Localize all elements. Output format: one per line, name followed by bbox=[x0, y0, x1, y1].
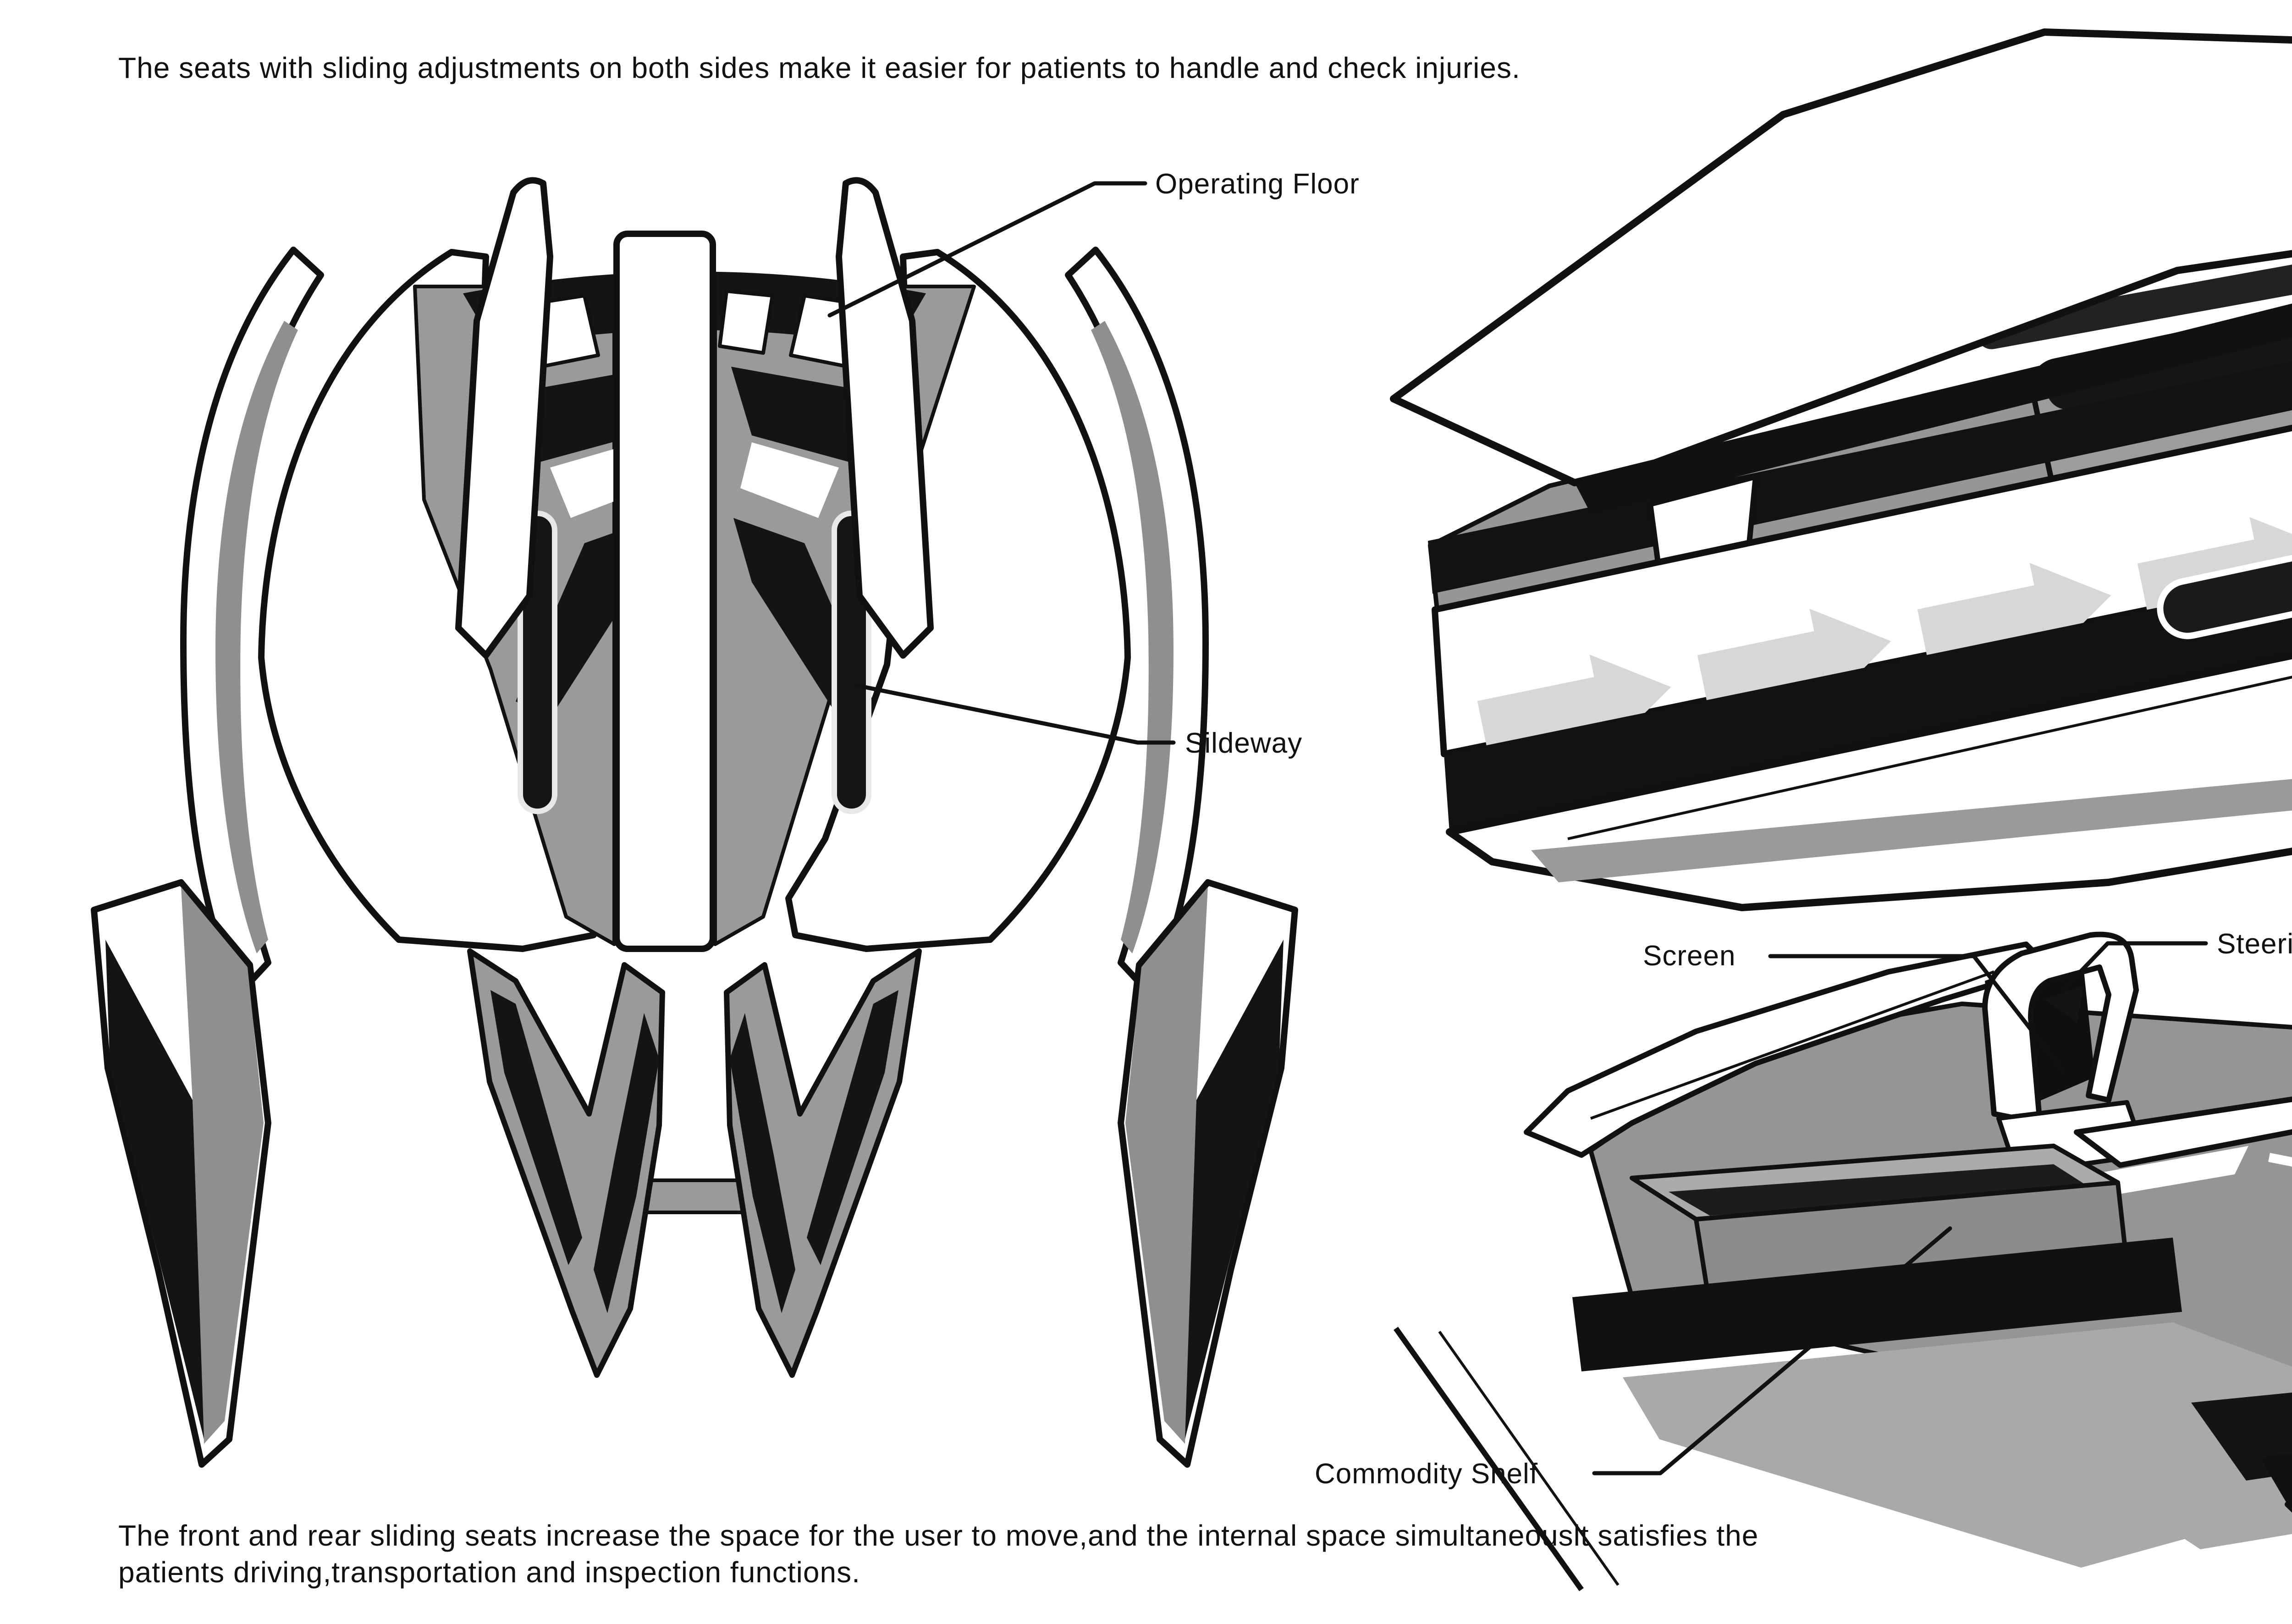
under-dash-band bbox=[1572, 1238, 2182, 1371]
rear-pod-right bbox=[1118, 879, 1298, 1468]
top-view-drawing bbox=[91, 177, 1298, 1468]
centre-cross-bar bbox=[645, 1178, 744, 1214]
sliding-seat-chevron-left bbox=[467, 948, 665, 1378]
hull-panel-left bbox=[258, 249, 604, 952]
slide-arrow-band bbox=[1432, 424, 2292, 757]
sliding-tray bbox=[2074, 1096, 2292, 1168]
annotations: The seats with sliding adjustments on bo… bbox=[118, 51, 2292, 1589]
hull-crease bbox=[1567, 676, 2292, 840]
screen-label: Screen bbox=[1643, 940, 1736, 972]
deck-black-stripe bbox=[1428, 361, 2292, 594]
operating-floor-leader-line bbox=[827, 181, 1147, 318]
slideway-leader-line bbox=[854, 683, 1176, 745]
screen-leader-line bbox=[1768, 954, 2066, 1074]
sliding-seat-chevron-right bbox=[724, 948, 922, 1378]
commodity-shelf-label: Commodity Shelf bbox=[1315, 1458, 1538, 1490]
top-caption: The seats with sliding adjustments on bo… bbox=[118, 51, 1521, 84]
hull-skirt bbox=[1531, 779, 2292, 882]
operating-floor-label: Operating Floor bbox=[1155, 168, 1360, 200]
lower-black-band bbox=[1444, 580, 2292, 832]
bottom-caption-line1: The front and rear sliding seats increas… bbox=[118, 1519, 1758, 1552]
steering-wheel-leader-line bbox=[2061, 941, 2208, 992]
rear-pod-left bbox=[91, 879, 271, 1468]
sill-black-band bbox=[2260, 1453, 2292, 1504]
canopy-underside-shadow bbox=[1575, 303, 2292, 513]
steering-wheel-label: Steering Wheel bbox=[2217, 928, 2292, 960]
canopy bbox=[1390, 28, 2292, 486]
slideway-label: Sildeway bbox=[1185, 727, 1302, 759]
bottom-caption-line2: patients driving,transportation and insp… bbox=[118, 1556, 860, 1589]
pillar-prong-left bbox=[455, 177, 553, 659]
lower-slide-rail bbox=[2157, 470, 2292, 639]
sill-skirt bbox=[2285, 1501, 2292, 1513]
floor-shadow bbox=[1623, 1322, 2292, 1568]
tray-highlight bbox=[2083, 1146, 2248, 1199]
floor-edge-line bbox=[1394, 1327, 1584, 1591]
floor-edge-line-2 bbox=[1438, 1331, 1620, 1586]
cockpit-view-drawing bbox=[1394, 931, 2292, 1591]
hull-panel-right bbox=[785, 249, 1131, 952]
centre-spine bbox=[613, 231, 716, 952]
sliding-deck-view-drawing bbox=[1390, 28, 2292, 911]
dash-cowl-line bbox=[1590, 970, 1995, 1120]
commodity-shelf-leader-line bbox=[1592, 1226, 1952, 1475]
